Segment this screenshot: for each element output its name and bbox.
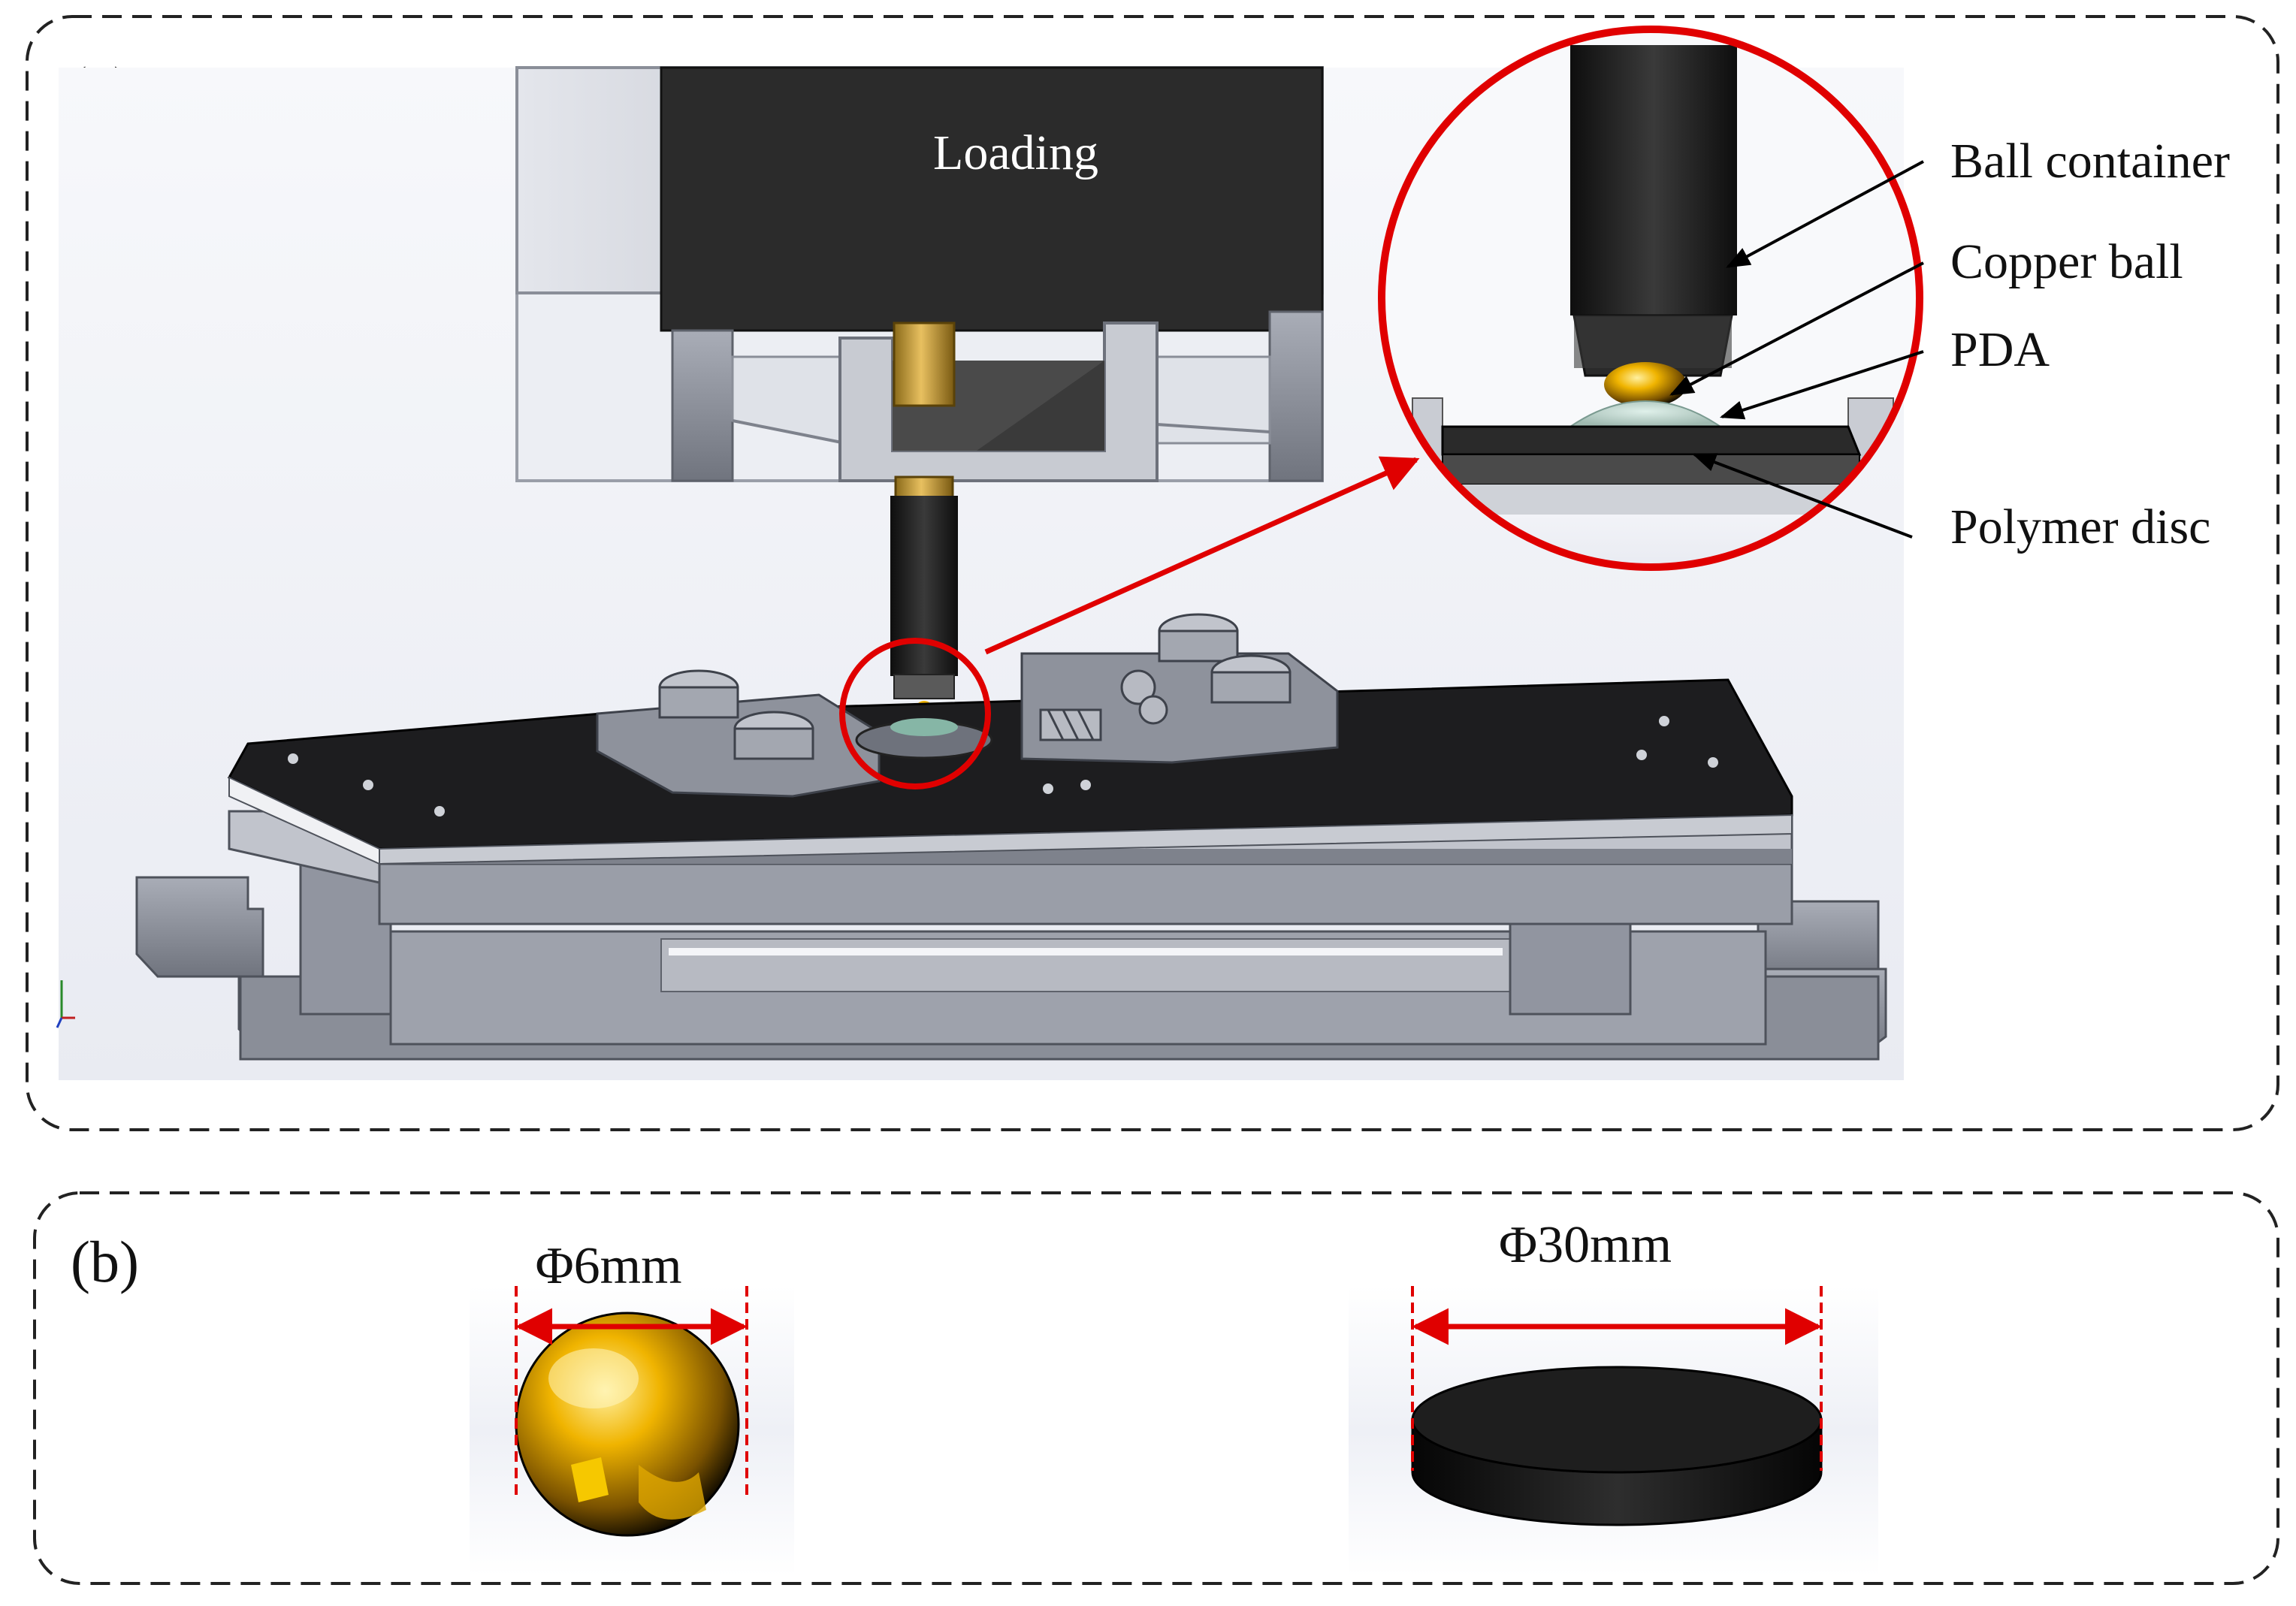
inset-polymer-disc [1441,425,1862,456]
ball-dimension-label: Φ6mm [535,1237,681,1295]
callout-polymer-disc: Polymer disc [1950,500,2210,554]
loading-label: Loading [933,125,1098,180]
panel-b: (b) Φ6mm Φ30mm [33,1191,2279,1585]
brass-coupling-upper [893,322,956,407]
panel-b-label: (b) [71,1229,139,1294]
inset-ring [1378,26,1923,571]
panel-b-frame [33,1191,2279,1585]
panel-a-frame [26,15,2279,1131]
polymer-disc-specimen: Φ30mm [1349,1216,1878,1576]
inset-copper-ball [1604,362,1687,407]
inset-ball-container [1570,45,1737,146]
loading-head: Loading [515,66,1324,719]
copper-ball-specimen: Φ6mm [470,1237,794,1576]
panel-a: (a) Loading [26,15,2279,1131]
contact-zone-highlight [839,638,991,789]
callout-leaders [1669,160,1924,539]
base-stage [56,613,1887,1061]
inset-pda-dome [1567,400,1724,427]
disc-top-face [1411,1366,1823,1474]
axis-triad-icon [56,980,75,1028]
loading-block [661,68,1322,331]
callout-pda: PDA [1950,322,2050,377]
zoom-arrow [984,456,1420,655]
disc-dimension-label: Φ30mm [1499,1216,1672,1274]
callout-copper-ball: Copper ball [1950,234,2183,289]
callout-ball-container: Ball container [1950,134,2230,189]
